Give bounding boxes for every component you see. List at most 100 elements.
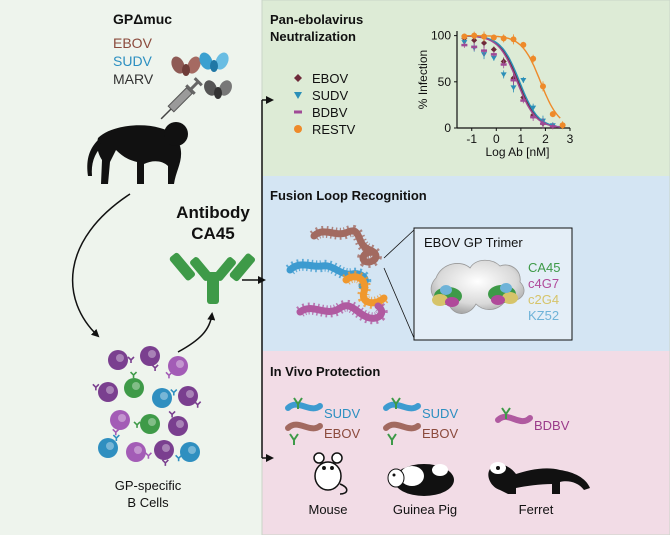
neutralization-title-line2: Neutralization — [270, 29, 356, 44]
b-cell-nucleus — [132, 382, 140, 390]
b-cell — [108, 350, 128, 370]
b-cell-receptor — [151, 364, 159, 371]
antibody-title: Antibody — [176, 203, 250, 222]
ferret-icon — [488, 462, 590, 494]
arrow-immunize-to-bcells — [71, 193, 131, 338]
data-point-restv — [471, 32, 478, 39]
gp-trimer-structure-icon — [430, 259, 525, 314]
data-point-bdbv — [520, 99, 527, 102]
b-cell-nucleus — [148, 418, 156, 426]
antibody-bound-icon — [387, 433, 397, 445]
virion-bdbv — [495, 413, 533, 425]
data-point-bdbv — [490, 53, 497, 56]
b-cell-receptor — [112, 428, 120, 436]
b-cell-receptor — [194, 401, 202, 408]
data-point-restv — [559, 122, 566, 129]
gp-trimer-sudv-icon — [199, 52, 229, 72]
b-cell-nucleus — [162, 444, 170, 452]
b-cell-nucleus — [186, 390, 194, 398]
ebola-virions-icon — [285, 225, 389, 325]
b-cell — [124, 378, 144, 398]
antibody-bound-icon — [391, 397, 401, 409]
data-point-ebov — [481, 40, 488, 47]
b-cell — [180, 442, 200, 462]
b-cell — [126, 442, 146, 462]
b-cell-nucleus — [160, 392, 168, 400]
b-cell-receptor — [161, 459, 169, 466]
x-tick-label: 1 — [518, 132, 525, 146]
b-cell — [168, 416, 188, 436]
b-cell-receptor — [129, 371, 138, 379]
data-point-restv — [549, 111, 556, 118]
b-cell — [110, 410, 130, 430]
immunogen-title: GPΔmuc — [113, 11, 172, 27]
bcells-label-line1: GP-specific — [115, 478, 182, 493]
arrow-bcells-to-antibody — [177, 312, 216, 353]
virion-ebov — [285, 421, 323, 432]
x-axis-label: Log Ab [nM] — [485, 145, 549, 159]
data-point-restv — [490, 34, 497, 41]
legend-marker-ebov — [294, 74, 302, 82]
b-cell — [140, 346, 160, 366]
b-cell — [98, 438, 118, 458]
data-point-restv — [500, 35, 507, 42]
x-tick-label: 3 — [567, 132, 574, 146]
syringe-icon — [160, 77, 203, 120]
legend-marker-restv — [294, 125, 302, 133]
virion-sudv — [285, 401, 323, 412]
data-point-sudv — [490, 55, 497, 61]
inset-ab-ca45: CA45 — [528, 260, 561, 275]
b-cell — [154, 440, 174, 460]
x-tick-label: 0 — [493, 132, 500, 146]
neutralization-title-line1: Pan-ebolavirus — [270, 12, 363, 27]
fusion-title: Fusion Loop Recognition — [270, 188, 427, 203]
legend-marker-bdbv — [294, 110, 302, 114]
b-cell-nucleus — [188, 446, 196, 454]
b-cell-nucleus — [116, 354, 124, 362]
data-point-sudv — [530, 105, 537, 111]
data-point-bdbv — [539, 122, 546, 125]
label-guinea-pig: Guinea Pig — [393, 502, 457, 517]
gp-trimer-ebov-icon — [171, 56, 201, 76]
bracket-connector — [242, 96, 274, 462]
virion-sudv — [383, 401, 421, 412]
b-cell-receptor — [92, 383, 100, 391]
y-axis-label: % Infection — [416, 50, 430, 109]
mouse-icon — [313, 452, 348, 495]
guineapig-virus-1: SUDV — [422, 406, 458, 421]
bcells-label-line2: B Cells — [127, 495, 169, 510]
data-point-restv — [530, 55, 537, 62]
data-point-restv — [510, 36, 517, 43]
b-cell-nucleus — [148, 350, 156, 358]
b-cell — [178, 386, 198, 406]
label-mouse: Mouse — [308, 502, 347, 517]
panel-neutralization-bg — [262, 0, 670, 176]
protection-viruses-icon — [285, 397, 533, 445]
data-point-restv — [539, 83, 546, 90]
mouse-virus-2: EBOV — [324, 426, 360, 441]
bcell-cluster-icon — [92, 346, 202, 466]
inset-title: EBOV GP Trimer — [424, 235, 523, 250]
mouse-virus-1: SUDV — [324, 406, 360, 421]
panel-protection-bg — [262, 351, 670, 535]
data-point-ebov — [490, 46, 497, 53]
data-point-bdbv — [461, 43, 468, 47]
y-tick-label: 50 — [438, 75, 452, 89]
b-cell — [152, 388, 172, 408]
antibody-bound-icon — [501, 407, 511, 419]
b-cell-receptor — [144, 452, 152, 459]
b-cell-receptor — [175, 454, 183, 462]
b-cell-nucleus — [106, 386, 114, 394]
b-cell-receptor — [168, 410, 176, 418]
guinea-pig-icon — [387, 464, 454, 496]
x-tick-label: 2 — [542, 132, 549, 146]
antibody-name: CA45 — [191, 224, 234, 243]
b-cell-nucleus — [134, 446, 142, 454]
inset-ab-c2g4: c2G4 — [528, 292, 559, 307]
strain-sudv: SUDV — [113, 53, 153, 69]
guineapig-virus-2: EBOV — [422, 426, 458, 441]
legend-label-ebov: EBOV — [312, 71, 348, 86]
legend-marker-sudv — [294, 92, 302, 99]
virion-ebov — [383, 421, 421, 432]
